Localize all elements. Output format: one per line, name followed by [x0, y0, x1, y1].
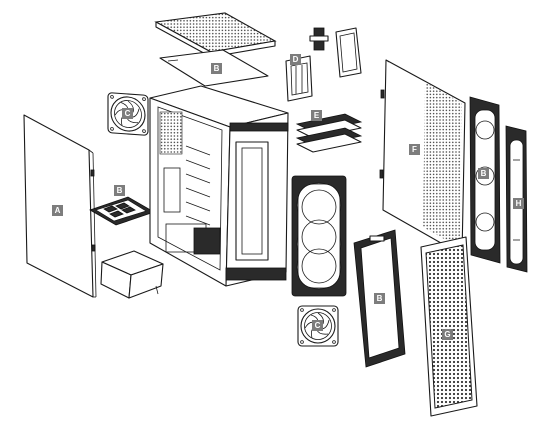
- label-g: G: [442, 329, 453, 340]
- front-fan-bracket: [291, 175, 347, 297]
- label-b-bottom-filter: B: [114, 185, 125, 196]
- label-b-side-bracket: B: [478, 168, 489, 179]
- label-h: H: [513, 198, 524, 209]
- side-fan-bracket: [469, 96, 501, 264]
- label-c-rear: C: [122, 108, 133, 119]
- main-chassis: [149, 85, 289, 287]
- label-d: D: [290, 54, 301, 65]
- label-b-top: B: [211, 63, 222, 74]
- svg-text:A: A: [55, 206, 61, 215]
- label-f: F: [409, 144, 420, 155]
- svg-text:B: B: [481, 169, 487, 178]
- small-bracket: [309, 27, 329, 51]
- front-mesh-panel: [420, 236, 478, 417]
- label-e: E: [311, 110, 322, 121]
- top-mesh-cover: [154, 12, 277, 58]
- label-a: A: [52, 205, 63, 216]
- svg-text:H: H: [516, 199, 522, 208]
- svg-text:C: C: [315, 321, 321, 330]
- label-b-front-panel: B: [374, 293, 385, 304]
- svg-text:F: F: [412, 145, 417, 154]
- bottom-filter-tray: [89, 196, 155, 226]
- ssd-bracket: [285, 55, 313, 102]
- svg-text:B: B: [377, 294, 383, 303]
- svg-text:D: D: [293, 55, 299, 64]
- right-side-panel: [379, 59, 466, 256]
- drive-cage: [295, 113, 363, 153]
- svg-text:C: C: [125, 109, 131, 118]
- psu-shroud: [100, 250, 164, 299]
- svg-text:B: B: [214, 64, 220, 73]
- svg-text:G: G: [444, 330, 450, 339]
- svg-text:E: E: [314, 111, 320, 120]
- svg-text:B: B: [117, 186, 123, 195]
- cover-plate: [335, 27, 362, 78]
- label-c-front: C: [312, 320, 323, 331]
